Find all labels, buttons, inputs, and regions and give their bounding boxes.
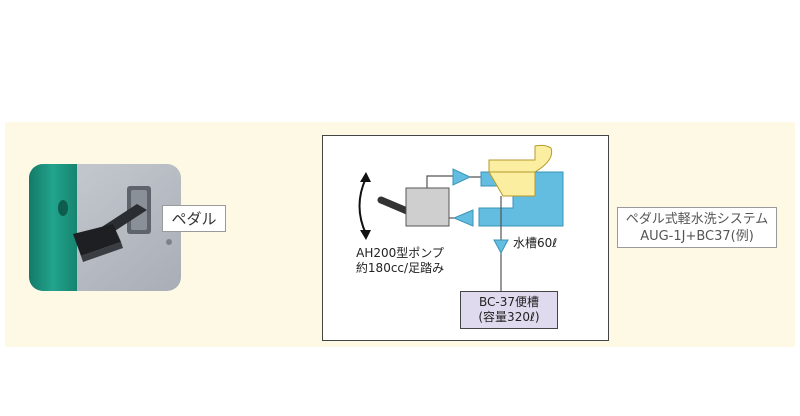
- diagram-schematic: [358, 144, 564, 291]
- tank-caption: 水槽60ℓ: [513, 236, 558, 250]
- flush-system-diagram: [322, 135, 609, 341]
- pump-body: [405, 187, 450, 227]
- pump-volume-text: 約180cc/足踏み: [355, 261, 445, 275]
- system-title: ペダル式軽水洗システム: [625, 211, 769, 227]
- toilet-tank-label: BC-37便槽 (容量320ℓ): [460, 291, 558, 329]
- toilet-model-text: BC-37便槽: [478, 295, 539, 309]
- pump-caption: AH200型ポンプ 約180cc/足踏み: [340, 246, 460, 276]
- pedal-motion-arc: [358, 177, 367, 235]
- flow-arrow-right: [452, 168, 472, 186]
- toilet-capacity-text: (容量320ℓ): [478, 310, 540, 324]
- arc-arrowhead-bottom: [360, 230, 371, 240]
- pump-model-text: AH200型ポンプ: [356, 246, 444, 260]
- pedal-lever: [377, 196, 411, 215]
- pedal-label: ペダル: [162, 205, 226, 232]
- toilet-bowl-back: [488, 144, 553, 173]
- pump-outlet-pipe: [426, 175, 453, 188]
- pedal-photo: [29, 164, 181, 291]
- arc-arrowhead-top: [360, 172, 371, 182]
- flow-arrow-left: [452, 209, 474, 227]
- flow-arrow-down: [493, 239, 509, 255]
- system-model: AUG-1J+BC37(例): [640, 228, 754, 244]
- toilet-bowl: [488, 171, 536, 197]
- system-label: ペダル式軽水洗システム AUG-1J+BC37(例): [617, 207, 777, 248]
